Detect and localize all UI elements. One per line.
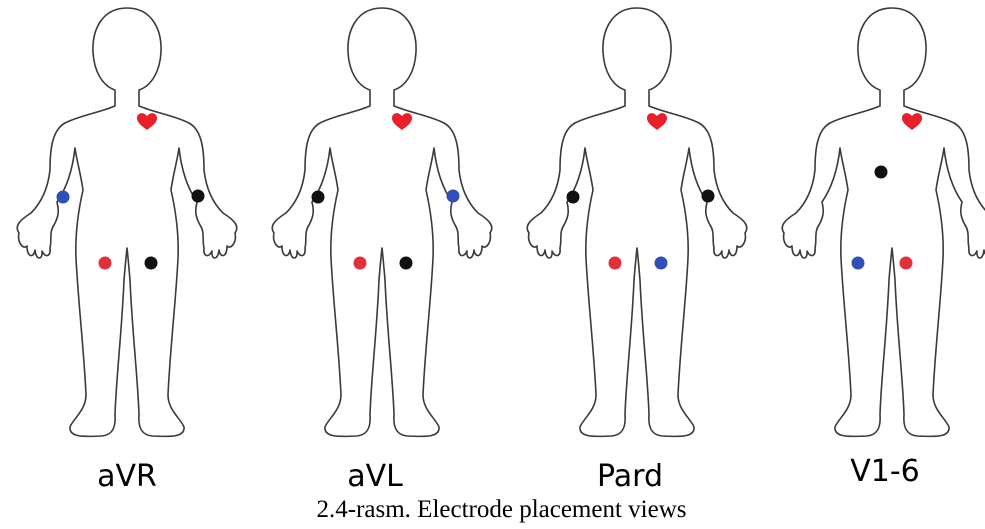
electrode-right-leg-red (354, 257, 367, 270)
electrode-left-leg-red (900, 257, 913, 270)
electrode-right-leg-red (609, 257, 622, 270)
electrode-left-arm-blue (447, 190, 460, 203)
electrode-placement-figure (0, 0, 985, 450)
electrode-right-arm-blue (57, 191, 70, 204)
label-v1-6: V1-6 (850, 457, 920, 487)
body-outline (527, 8, 747, 436)
body-figure-v1-6 (782, 8, 985, 436)
electrode-right-leg-red (99, 257, 112, 270)
electrode-chest-black (875, 166, 888, 179)
label-avl: aVL (347, 462, 403, 492)
electrode-left-arm-black (192, 190, 205, 203)
body-figure-avr (17, 8, 237, 436)
body-outline (17, 8, 237, 436)
label-avr: aVR (97, 462, 157, 492)
body-outline (782, 8, 985, 436)
electrode-right-arm-black (312, 191, 325, 204)
electrode-left-leg-black (145, 257, 158, 270)
electrode-left-arm-black (702, 190, 715, 203)
electrode-right-leg-blue (852, 257, 865, 270)
electrode-left-leg-black (400, 257, 413, 270)
electrode-right-arm-black (567, 191, 580, 204)
figure-caption: 2.4-rasm. Electrode placement views (0, 497, 985, 522)
electrode-left-leg-blue (655, 257, 668, 270)
body-figure-avl (272, 8, 492, 436)
label-pard: Pard (597, 462, 663, 492)
body-outline (272, 8, 492, 436)
body-figure-pard (527, 8, 747, 436)
